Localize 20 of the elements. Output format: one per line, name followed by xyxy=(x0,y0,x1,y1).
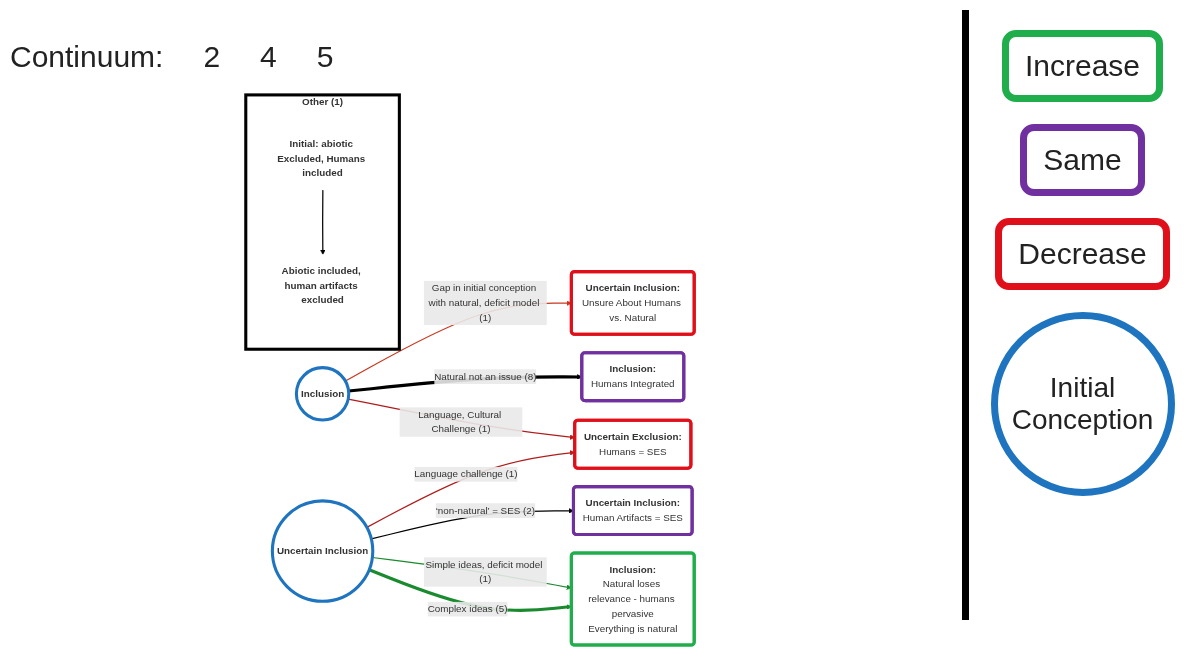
node-circle: Uncertain Inclusion xyxy=(270,499,375,603)
node-text: Abiotic included, human artifacts excluded xyxy=(281,265,361,306)
continuum-label: Continuum: xyxy=(10,40,164,74)
edge-label: Language challenge (1) xyxy=(414,468,518,480)
edge-label: Natural not an issue (8) xyxy=(434,371,537,382)
edge-label: Gap in initial conception with natural, deficit model (1) xyxy=(428,282,540,323)
node-circle: Inclusion xyxy=(294,366,351,422)
legend-key: Decrease xyxy=(995,218,1170,290)
edge-label: Complex ideas (5) xyxy=(427,603,508,615)
edge-label: ‘non-natural’ = SES (2) xyxy=(435,505,536,516)
edge-label: Language, Cultural Challenge (1) xyxy=(418,409,502,435)
continuum-label: 2 xyxy=(203,40,221,74)
continuum-label: 4 xyxy=(260,40,277,74)
legend-key: Same xyxy=(1020,124,1145,196)
edge-label: Simple ideas, deficit model (1) xyxy=(425,559,543,585)
continuum-label: 5 xyxy=(316,40,334,74)
legend-circle: Initial Conception xyxy=(990,312,1175,496)
arrow xyxy=(320,189,326,255)
node-text: Initial: abiotic Excluded, Humans included xyxy=(277,138,366,179)
legend-key: Increase xyxy=(1001,30,1164,102)
